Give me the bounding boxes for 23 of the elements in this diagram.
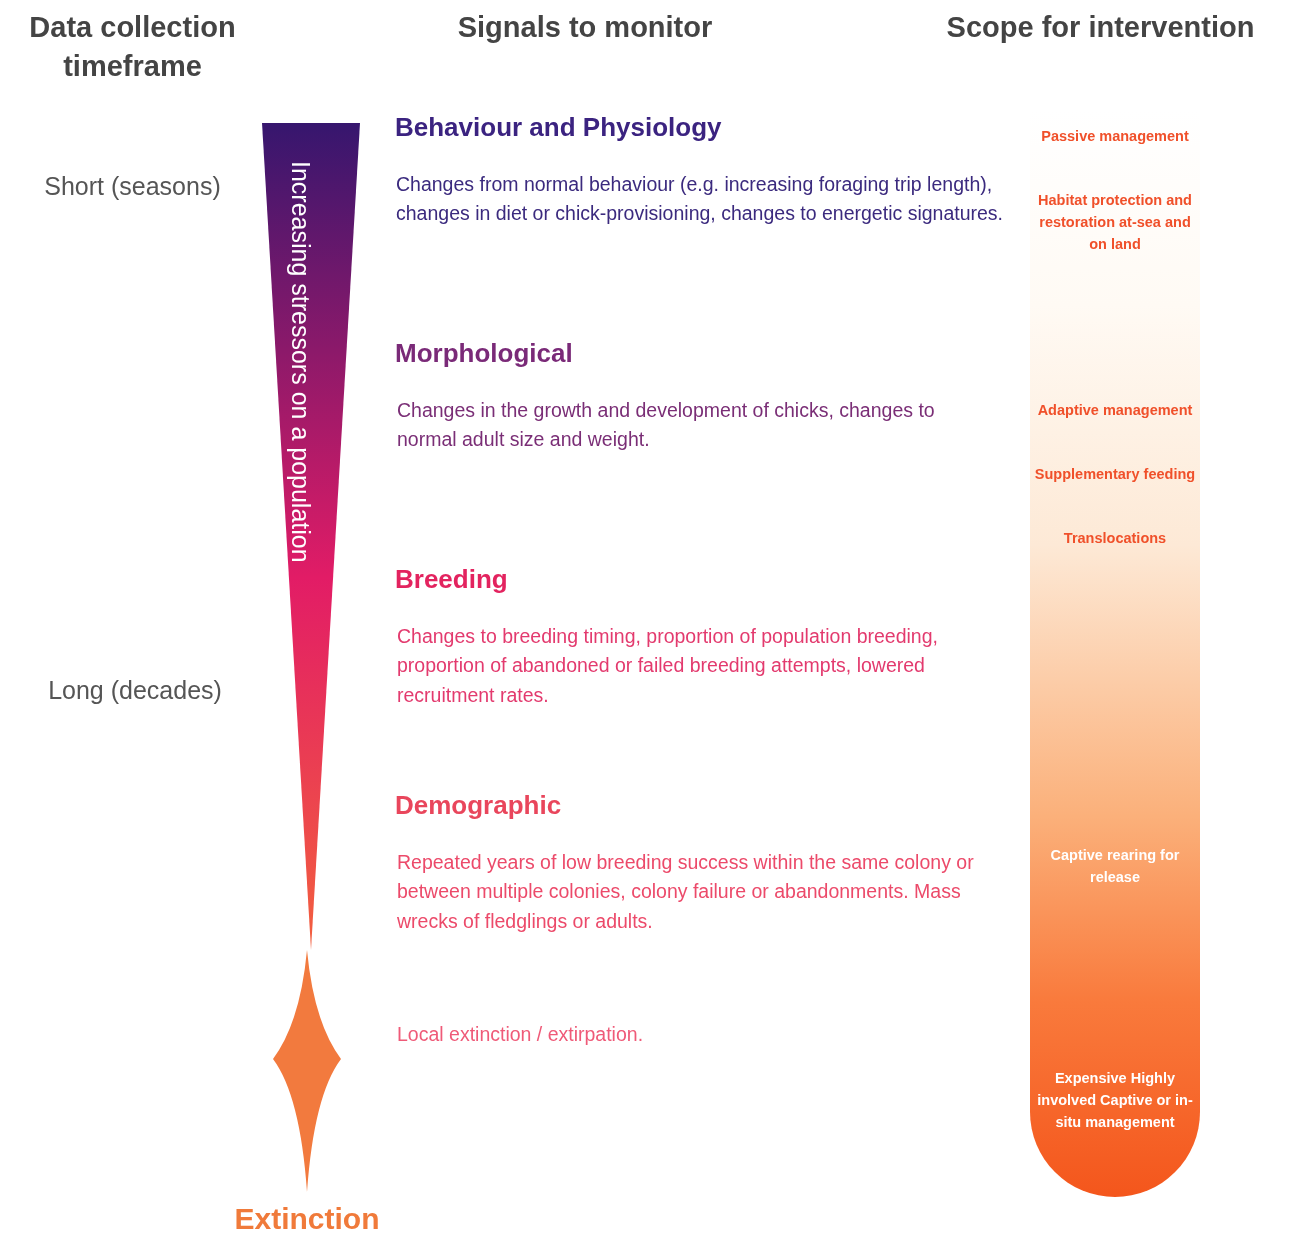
column-heading: Signals to monitor (456, 10, 714, 45)
signal-description: Changes from normal behaviour (e.g. increasing foraging trip length), changes in diet or chick-provisioning, changes to energetic signatures. (396, 172, 1004, 227)
signal-description: Changes in the growth and development of chicks, changes to normal adult size and weight. (397, 398, 936, 453)
intervention-label: Adaptive management (1036, 401, 1194, 420)
signal-description: Changes to breeding timing, proportion of population breeding, proportion of abandoned or failed breeding attempts, lowered recruitment rates. (397, 624, 939, 708)
intervention-label: Habitat protection and restoration at-sea and on land (1037, 191, 1193, 254)
signal-description: Local extinction / extirpation. (397, 1022, 645, 1047)
vertical-label: Increasing stressors on a population (288, 161, 313, 563)
signal-heading: Morphological (395, 338, 574, 369)
intervention-label: Translocations (1062, 529, 1168, 548)
column-heading: Data collection timeframe (28, 10, 237, 85)
signal-heading: Demographic (395, 790, 563, 821)
timeframe-label: Short (seasons) (43, 171, 222, 202)
intervention-label: Passive management (1040, 127, 1190, 146)
intervention-label: Captive rearing for release (1049, 846, 1181, 887)
intervention-label: Expensive Highly involved Captive or in-situ management (1036, 1069, 1194, 1132)
timeframe-label: Long (decades) (47, 675, 223, 706)
signal-description: Repeated years of low breeding success within the same colony or between multiple colonies, colony failure or abandonments. Mass wrecks of fledglings or adults. (397, 850, 975, 934)
signal-heading: Breeding (395, 564, 509, 595)
signal-heading: Behaviour and Physiology (395, 112, 723, 143)
intervention-label: Supplementary feeding (1033, 465, 1197, 484)
outcome-label: Extinction (233, 1202, 381, 1235)
column-heading: Scope for intervention (945, 10, 1256, 45)
